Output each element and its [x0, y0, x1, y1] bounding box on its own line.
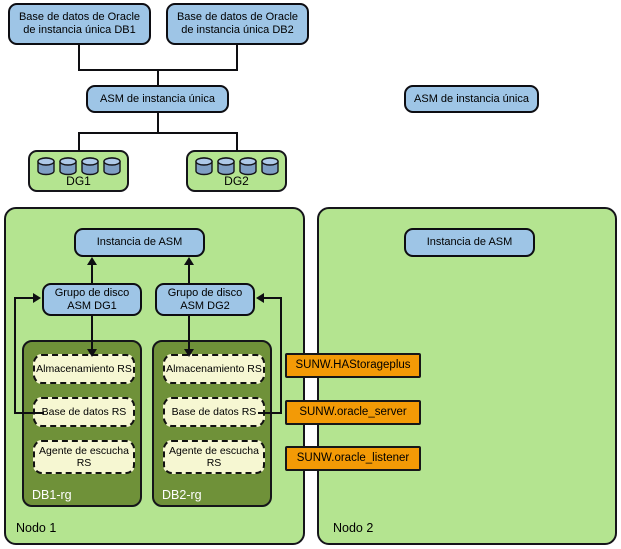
node-1-asm-instance-label: Instancia de ASM: [96, 236, 183, 249]
resource-type-oracle-server-label: SUNW.oracle_server: [299, 405, 407, 418]
arrowhead-dg1-to-storage-rs: [87, 349, 97, 357]
resource-type-hastorageplus: SUNW.HAStorageplus: [285, 353, 421, 378]
db1-rg-listener-rs-label: Agente de escucha RS: [39, 444, 129, 469]
asm-single-instance-left-box: ASM de instancia única: [86, 85, 229, 113]
connector-db1-rs-left-out: [14, 412, 44, 414]
connector-bus-to-asm: [157, 69, 159, 86]
disk-icon: [260, 157, 280, 181]
db2-rg-database-rs: Base de datos RS: [163, 397, 265, 427]
disk-icon: [80, 157, 100, 181]
connector-db2-rs-into-dg2: [264, 297, 282, 299]
node-2-asm-instance-box: Instancia de ASM: [404, 228, 535, 257]
dg2-disk-icons: [188, 157, 285, 181]
oracle-database-db2-box: Base de datos de Oracle de instancia úni…: [166, 3, 309, 45]
asm-single-instance-right-label: ASM de instancia única: [414, 92, 529, 105]
asm-single-instance-left-label: ASM de instancia única: [100, 92, 215, 105]
connector-bus-to-dg2: [236, 132, 238, 151]
resource-group-db1-rg-label: DB1-rg: [32, 488, 72, 502]
arrowhead-dg1-to-asm-instance: [87, 257, 97, 265]
db2-rg-listener-rs-label: Agente de escucha RS: [169, 444, 259, 469]
resource-type-oracle-server: SUNW.oracle_server: [285, 400, 421, 425]
node-2-label: Nodo 2: [333, 521, 374, 535]
node-2-asm-instance-label: Instancia de ASM: [426, 236, 513, 249]
arrowhead-into-dg2: [256, 293, 264, 303]
resource-group-db2-rg-label: DB2-rg: [162, 488, 202, 502]
db1-rg-listener-rs: Agente de escucha RS: [33, 440, 135, 474]
connector-dg1-to-asm-instance: [91, 265, 93, 283]
connector-db1-rs-left-riser: [14, 297, 16, 414]
disk-icon: [36, 157, 56, 181]
node-1-asm-disk-group-dg2-box: Grupo de disco ASM DG2: [155, 283, 255, 316]
resource-type-oracle-listener-label: SUNW.oracle_listener: [296, 451, 410, 464]
connector-dg1-to-storage-rs: [91, 316, 93, 351]
storage-disk-group-dg1-label: DG1: [66, 174, 91, 188]
connector-db2-rs-right-riser: [280, 297, 282, 414]
disk-icon: [102, 157, 122, 181]
dg1-disk-icons: [30, 157, 127, 181]
arrowhead-into-dg1: [33, 293, 41, 303]
connector-db2-down: [236, 45, 238, 70]
resource-group-db2-rg: Almacenamiento RS Base de datos RS Agent…: [152, 340, 272, 507]
connector-asm-down: [157, 113, 159, 133]
db1-rg-database-rs: Base de datos RS: [33, 397, 135, 427]
disk-icon: [216, 157, 236, 181]
node-1-asm-disk-group-dg1-label: Grupo de disco ASM DG1: [54, 286, 130, 312]
connector-dg-bus: [78, 132, 238, 134]
connector-db1-down: [78, 45, 80, 70]
connector-db1-rs-into-dg1: [14, 297, 34, 299]
disk-icon: [194, 157, 214, 181]
db1-rg-database-rs-label: Base de datos RS: [41, 405, 127, 418]
resource-type-oracle-listener: SUNW.oracle_listener: [285, 446, 421, 471]
resource-type-hastorageplus-label: SUNW.HAStorageplus: [295, 358, 411, 371]
storage-disk-group-dg1: DG1: [28, 150, 129, 192]
storage-disk-group-dg2-label: DG2: [224, 174, 249, 188]
oracle-database-db1-label: Base de datos de Oracle de instancia úni…: [18, 11, 141, 36]
connector-dg2-to-asm-instance: [188, 265, 190, 283]
arrowhead-dg2-to-storage-rs: [184, 349, 194, 357]
resource-group-db1-rg: Almacenamiento RS Base de datos RS Agent…: [22, 340, 142, 507]
connector-db2-rs-right-out: [258, 412, 282, 414]
arrowhead-dg2-to-asm-instance: [184, 257, 194, 265]
disk-icon: [238, 157, 258, 181]
oracle-database-db2-label: Base de datos de Oracle de instancia úni…: [176, 11, 299, 36]
storage-disk-group-dg2: DG2: [186, 150, 287, 192]
db1-rg-storage-rs: Almacenamiento RS: [33, 354, 135, 384]
db2-rg-storage-rs-label: Almacenamiento RS: [166, 362, 262, 375]
db2-rg-listener-rs: Agente de escucha RS: [163, 440, 265, 474]
node-1-asm-disk-group-dg1-box: Grupo de disco ASM DG1: [42, 283, 142, 316]
connector-bus-to-dg1: [78, 132, 80, 151]
db1-rg-storage-rs-label: Almacenamiento RS: [36, 362, 132, 375]
db2-rg-database-rs-label: Base de datos RS: [171, 405, 257, 418]
db2-rg-storage-rs: Almacenamiento RS: [163, 354, 265, 384]
node-1-asm-instance-box: Instancia de ASM: [74, 228, 205, 257]
asm-single-instance-right-box: ASM de instancia única: [404, 85, 539, 113]
node-1-label: Nodo 1: [16, 521, 57, 535]
node-1-asm-disk-group-dg2-label: Grupo de disco ASM DG2: [167, 286, 243, 312]
oracle-database-db1-box: Base de datos de Oracle de instancia úni…: [8, 3, 151, 45]
connector-dg2-to-storage-rs: [188, 316, 190, 351]
disk-icon: [58, 157, 78, 181]
